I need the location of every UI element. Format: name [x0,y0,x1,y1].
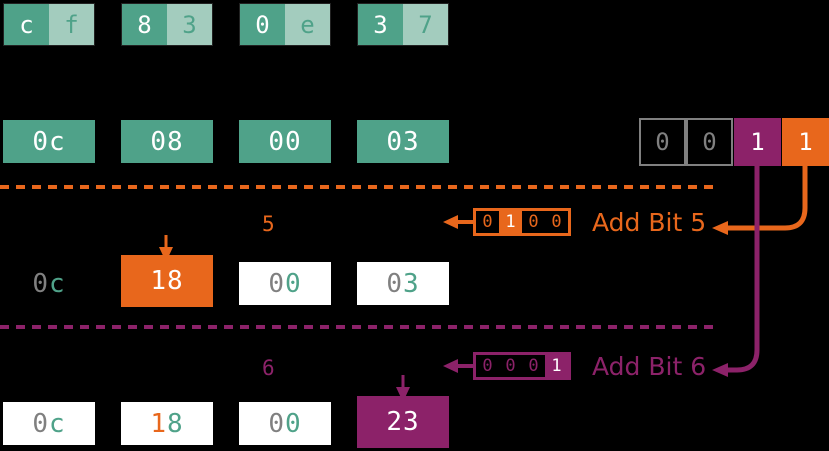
byte-low-nibble: 8 [167,408,184,439]
arrowhead-purple-addbit6 [712,363,728,377]
nibble-pair-1: 8 3 [121,3,213,46]
byte-low-nibble: 0 [285,268,302,299]
byte-low-nibble: c [49,268,66,299]
nibble-high: 0 [240,4,285,45]
byte-initial-3: 03 [357,120,449,163]
mask-bit: 0 [476,211,499,233]
byte-high-nibble: 0 [268,408,285,439]
nibble-low: e [285,4,330,45]
nibble-pair-0: c f [3,3,95,46]
byte-initial-1: 08 [121,120,213,163]
connector-purple [722,166,760,373]
byte-high-nibble: 0 [32,268,49,299]
mask-bit: 0 [499,355,522,377]
nibble-low: 7 [403,4,448,45]
mask-bits-bit6: 0 0 0 1 [473,352,571,380]
mask-bit: 0 [522,355,545,377]
nibble-low: 3 [167,4,212,45]
mask-bits-bit5: 0 1 0 0 [473,208,571,236]
nibble-high: 3 [358,4,403,45]
byte-low-nibble: c [49,408,66,439]
byte-high-nibble: 1 [150,408,167,439]
nibble-pair-2: 0 e [239,3,331,46]
nibble-low: f [49,4,94,45]
add-bit-6-label: Add Bit 6 [592,352,707,381]
nibble-pair-3: 3 7 [357,3,449,46]
byte-high-nibble: 0 [32,408,49,439]
connector-orange [722,166,808,231]
nibble-high: c [4,4,49,45]
nibble-high: 8 [122,4,167,45]
byte-high-nibble: 0 [268,268,285,299]
bit-cell-2-bit6: 1 [734,118,781,166]
byte-step6-3-modified: 23 [357,396,449,448]
bit-cell-1: 0 [686,118,733,166]
arrowhead-orange-addbit5 [712,221,728,235]
byte-low-nibble: 3 [403,268,420,299]
byte-initial-2: 00 [239,120,331,163]
arrowhead-purple-mask [443,359,458,373]
bit-cell-0: 0 [639,118,686,166]
byte-initial-0: 0c [3,120,95,163]
byte-high-nibble: 0 [386,268,403,299]
mask-bit: 0 [476,355,499,377]
mask-bit: 0 [522,211,545,233]
step-index-label-bit6: 6 [262,356,275,380]
byte-low-nibble: 0 [285,408,302,439]
bit-cell-3-bit5: 1 [782,118,829,166]
mask-bit: 0 [545,211,568,233]
mask-bit-active: 1 [551,355,562,376]
step-index-label-bit5: 5 [262,212,275,236]
mask-bit-active: 1 [505,211,516,232]
byte-step5-1-modified: 18 [121,255,213,307]
arrowhead-orange-mask [443,215,458,229]
add-bit-5-label: Add Bit 5 [592,208,707,237]
